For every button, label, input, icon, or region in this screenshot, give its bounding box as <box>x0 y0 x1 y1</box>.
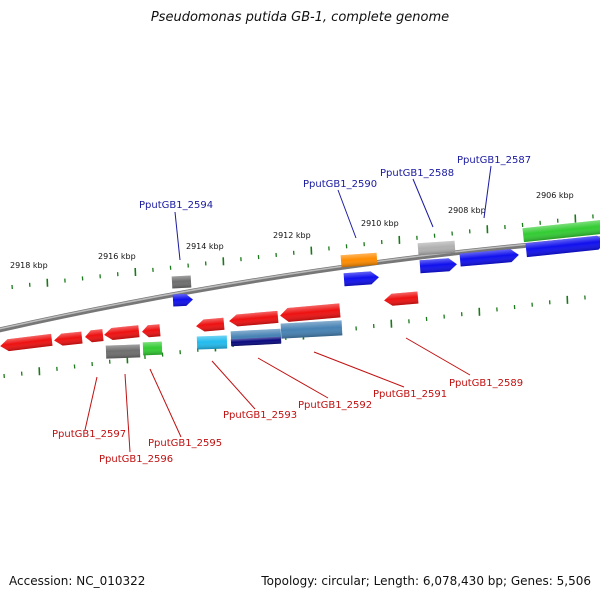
gene-feature-red[interactable] <box>196 317 225 332</box>
gene-feature-red-shading <box>196 317 225 332</box>
gene-label-pputgb1-2589[interactable]: PputGB1_2589 <box>449 378 523 389</box>
gene-feature-red[interactable] <box>280 303 341 322</box>
gene-feature-blue-shading <box>419 258 457 274</box>
gene-feature-gray[interactable] <box>105 344 141 359</box>
gene-label-pputgb1-2597[interactable]: PputGB1_2597 <box>52 429 126 440</box>
outer-tick-row <box>11 214 594 290</box>
gene-feature-blue[interactable] <box>419 258 458 274</box>
map-title: Pseudomonas putida GB-1, complete genome <box>150 10 450 25</box>
gene-feature-red-shading <box>104 325 140 340</box>
axis-tick-label: 2916 kbp <box>98 252 136 261</box>
leader-line <box>483 165 492 219</box>
axis-tick-label: 2914 kbp <box>186 242 224 251</box>
leader-line <box>211 360 256 410</box>
axis-tick-labels: 2918 kbp 2916 kbp 2914 kbp 2912 kbp 2910… <box>10 191 574 270</box>
gene-feature-green-shading <box>142 341 163 356</box>
bottom-leader-lines <box>84 337 471 453</box>
gene-feature-red-shading <box>280 303 341 322</box>
top-leader-lines <box>174 165 492 261</box>
gene-label-pputgb1-2591[interactable]: PputGB1_2591 <box>373 389 447 400</box>
axis-tick-label: 2912 kbp <box>273 231 311 240</box>
gene-feature-red-shading <box>0 333 53 352</box>
gene-feature-blue-shading <box>172 293 193 307</box>
leader-line <box>149 368 182 438</box>
genome-summary-text: Topology: circular; Length: 6,078,430 bp… <box>261 574 591 588</box>
gene-feature-red-shading <box>85 329 104 343</box>
gene-feature-red[interactable] <box>0 333 53 352</box>
gene-feature-steel[interactable] <box>280 320 343 339</box>
gene-feature-green-shading <box>522 219 600 243</box>
gene-feature-green[interactable] <box>522 219 600 243</box>
leader-line <box>174 211 181 261</box>
gene-feature-red-shading <box>142 324 161 338</box>
gene-feature-red[interactable] <box>229 310 279 327</box>
leader-line <box>84 376 98 431</box>
gene-feature-blue-shading <box>459 249 519 267</box>
axis-tick-label: 2906 kbp <box>536 191 574 200</box>
gene-feature-cyan-shading <box>196 335 228 350</box>
axis-tick-label: 2908 kbp <box>448 206 486 215</box>
gene-feature-cyan[interactable] <box>196 335 228 350</box>
gene-feature-gray[interactable] <box>171 275 192 289</box>
gene-label-pputgb1-2592[interactable]: PputGB1_2592 <box>298 400 372 411</box>
gene-feature-blue-shading <box>525 235 600 258</box>
gene-feature-orange-shading <box>340 252 378 268</box>
gene-feature-blue[interactable] <box>459 248 520 267</box>
gene-feature-blue[interactable] <box>525 235 600 258</box>
leader-line <box>313 351 405 388</box>
gene-feature-navy[interactable] <box>230 336 282 347</box>
gene-feature-blue[interactable] <box>343 271 380 287</box>
gene-feature-red[interactable] <box>384 291 419 307</box>
leader-line <box>257 357 329 399</box>
gene-feature-red[interactable] <box>103 325 140 341</box>
bottom-gene-labels: PputGB1_2597 PputGB1_2596 PputGB1_2595 P… <box>52 378 523 465</box>
gene-feature-red-shading <box>384 291 419 306</box>
gene-feature-red[interactable] <box>142 324 161 338</box>
gene-feature-gray-shading <box>171 275 192 289</box>
gene-feature-blue[interactable] <box>172 293 194 307</box>
leader-line <box>412 178 434 228</box>
axis-tick-label: 2910 kbp <box>361 219 399 228</box>
axis-tick-label: 2918 kbp <box>10 261 48 270</box>
leader-line <box>337 189 357 239</box>
gene-label-pputgb1-2587[interactable]: PputGB1_2587 <box>457 155 531 166</box>
leader-line <box>405 337 471 376</box>
gene-feature-red-shading <box>229 310 279 327</box>
gene-feature-red-shading <box>54 331 83 346</box>
gene-feature-blue-shading <box>343 271 379 287</box>
gene-feature-red[interactable] <box>84 329 104 343</box>
gene-features <box>0 219 600 359</box>
gene-feature-gray-shading <box>105 344 141 359</box>
gene-feature-red[interactable] <box>53 331 83 347</box>
chromosome-backbone <box>0 236 600 333</box>
leader-line <box>124 373 131 453</box>
top-gene-labels: PputGB1_2594 PputGB1_2590 PputGB1_2588 P… <box>139 155 531 211</box>
gene-feature-steel-shading <box>280 320 343 339</box>
gene-label-pputgb1-2590[interactable]: PputGB1_2590 <box>303 179 377 190</box>
gene-label-pputgb1-2595[interactable]: PputGB1_2595 <box>148 438 222 449</box>
gene-label-pputgb1-2593[interactable]: PputGB1_2593 <box>223 410 297 421</box>
gene-feature-navy-shading <box>230 336 282 347</box>
gene-feature-lightgray-shading <box>417 240 456 256</box>
gene-feature-orange[interactable] <box>340 252 378 268</box>
chromosome-backbone-highlight <box>0 237 600 330</box>
accession-text: Accession: NC_010322 <box>9 574 146 588</box>
gene-feature-lightgray[interactable] <box>417 240 456 256</box>
gene-feature-green[interactable] <box>142 341 163 356</box>
gene-label-pputgb1-2588[interactable]: PputGB1_2588 <box>380 168 454 179</box>
gene-label-pputgb1-2596[interactable]: PputGB1_2596 <box>99 454 173 465</box>
gene-label-pputgb1-2594[interactable]: PputGB1_2594 <box>139 200 213 211</box>
